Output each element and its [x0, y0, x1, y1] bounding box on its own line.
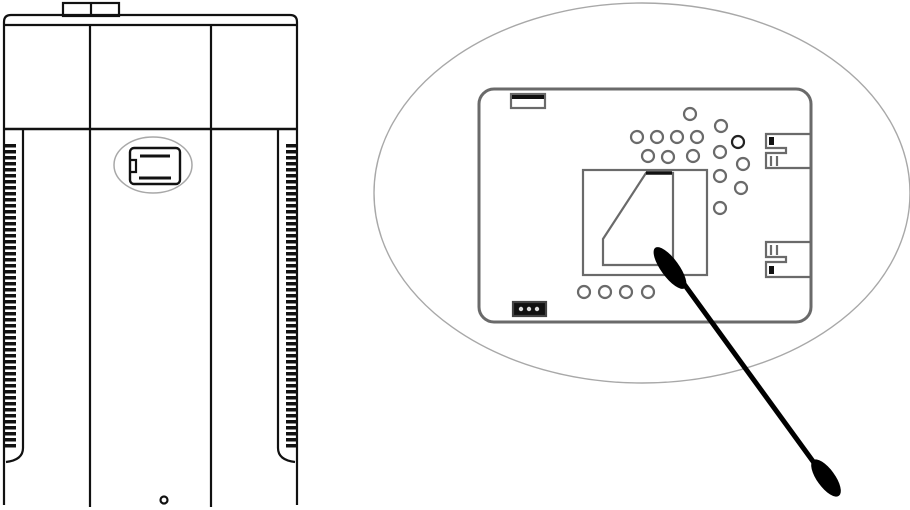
- connector-right-bottom: [764, 240, 812, 279]
- side-vent-left: [5, 143, 16, 450]
- connector-top-left: [509, 92, 547, 110]
- connector-right-top: [764, 132, 812, 170]
- side-vent-frame-left: [5, 130, 25, 464]
- display-window: [581, 168, 709, 277]
- board-outline: [477, 87, 813, 324]
- drain-hole: [159, 495, 169, 505]
- side-vent-right: [286, 143, 296, 450]
- cotton-swab-icon: [653, 247, 841, 497]
- unit-body: [2, 13, 299, 505]
- control-board: [477, 87, 813, 324]
- control-board-small: [128, 146, 182, 186]
- side-vent-frame-right: [276, 130, 296, 464]
- control-board-callout-small: [113, 136, 193, 194]
- solder-pads: [576, 106, 751, 300]
- unit-front-view: [2, 1, 299, 507]
- callout-ellipse: [373, 2, 910, 384]
